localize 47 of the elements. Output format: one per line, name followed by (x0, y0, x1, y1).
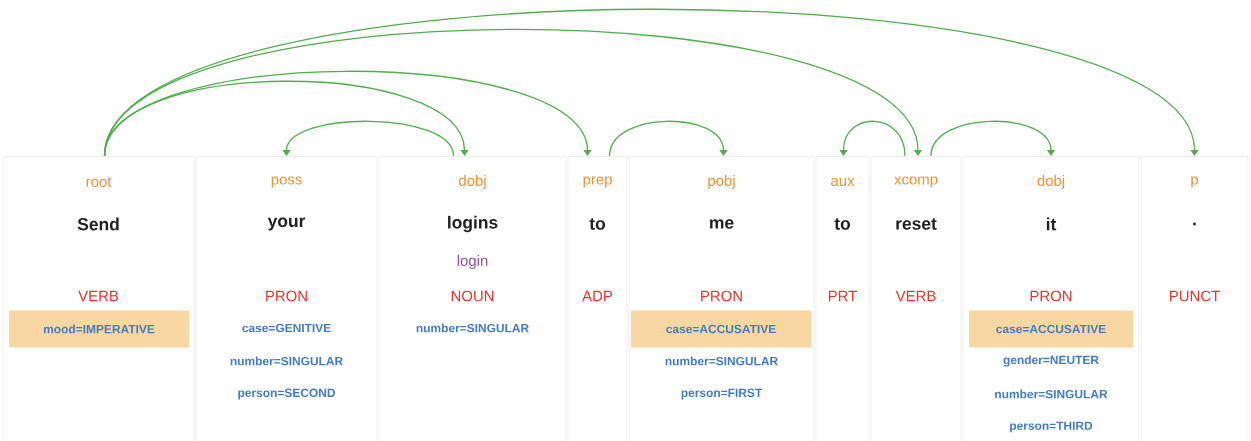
arrow (103, 28, 923, 157)
dependency-label: dobj (459, 175, 486, 189)
word: logins (448, 215, 498, 233)
feature: number=SINGULAR (230, 356, 343, 366)
feature: person=THIRD (1010, 421, 1093, 433)
word: me (710, 219, 734, 229)
feature: person=SECOND (238, 388, 335, 400)
part-of-speech-tag: NOUN (451, 290, 494, 302)
word: it (1046, 217, 1057, 231)
feature: gender=NEUTER (1003, 355, 1099, 367)
word: . (1193, 222, 1196, 226)
feature: number=SINGULAR (665, 356, 778, 366)
part-of-speech-tag: PUNCT (1170, 290, 1220, 302)
dependency-label: prep (583, 176, 612, 188)
part-of-speech-tag: PRT (828, 290, 857, 302)
part-of-speech-tag: PRON (701, 290, 742, 302)
word: reset (896, 218, 937, 230)
dependency-label: pobj (708, 175, 735, 189)
dependency-label: p (1191, 176, 1199, 188)
lemma: login (457, 255, 488, 269)
feature: case=GENITIVE (242, 323, 331, 333)
arrow (103, 8, 1199, 157)
dependency-label: aux (831, 177, 855, 187)
part-of-speech-tag: ADP (582, 290, 613, 302)
arrow (282, 120, 455, 157)
dependency-label: dobj (1037, 175, 1065, 189)
arrow (930, 120, 1056, 157)
part-of-speech-tag: VERB (78, 290, 119, 302)
part-of-speech-tag: VERB (895, 290, 936, 302)
feature: number=SINGULAR (416, 323, 529, 333)
word: to (834, 218, 851, 230)
arrow (839, 120, 906, 157)
word: your (267, 217, 306, 231)
dependency-label: root (86, 177, 112, 187)
highlighted-feature: case=ACCUSATIVE (969, 310, 1133, 348)
highlighted-feature: case=ACCUSATIVE (631, 310, 811, 348)
arrow (103, 70, 592, 157)
dependency-label: xcomp (894, 176, 938, 188)
dependency-label: poss (271, 176, 302, 188)
part-of-speech-tag: PRON (1030, 290, 1072, 302)
part-of-speech-tag: PRON (266, 290, 307, 302)
arrow (608, 120, 728, 157)
feature: number=SINGULAR (995, 389, 1108, 399)
highlighted-feature: mood=IMPERATIVE (9, 310, 189, 348)
feature: person=FIRST (681, 388, 763, 400)
word: Send (77, 217, 119, 231)
word: to (589, 218, 606, 230)
